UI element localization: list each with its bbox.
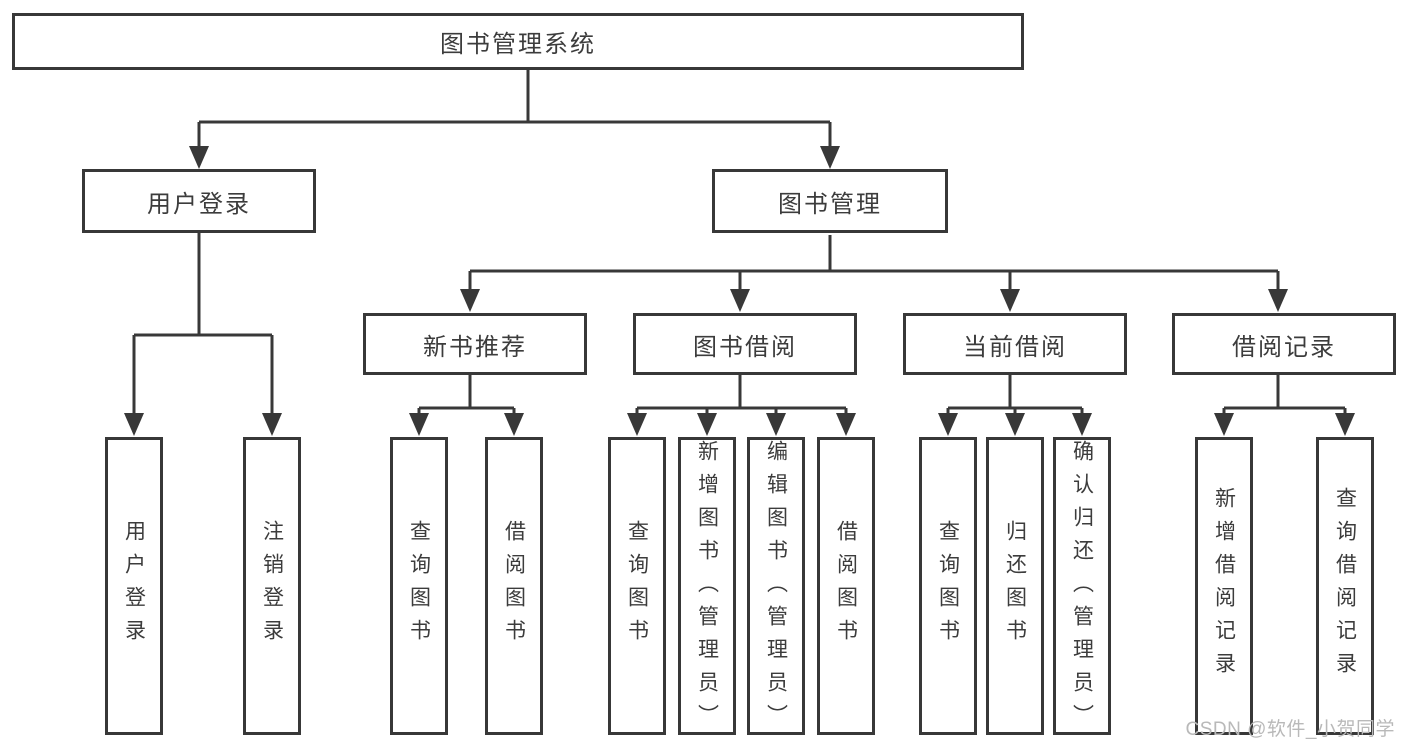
leaf-logout-label: 注销登录	[260, 520, 284, 652]
leaf-confirm-return-admin-label: 确认归还（管理员）	[1070, 440, 1094, 737]
node-new-book-recommend: 新书推荐	[363, 313, 587, 375]
csdn-watermark: CSDN @软件_小贺同学	[1185, 719, 1395, 740]
leaf-query-books-borrow-label: 查询图书	[625, 520, 649, 652]
leaf-add-borrow-record-label: 新增借阅记录	[1212, 487, 1236, 685]
leaf-query-books-current-label: 查询图书	[936, 520, 960, 652]
leaf-query-borrow-record: 查询借阅记录	[1316, 437, 1374, 735]
leaf-borrow-books: 借阅图书	[817, 437, 875, 735]
connector-new-book-recommend-to-leaves	[417, 375, 516, 414]
node-borrow-records: 借阅记录	[1172, 313, 1396, 375]
leaf-user-login-label: 用户登录	[122, 520, 146, 652]
connector-user-login-to-leaves	[132, 233, 274, 414]
node-user-login: 用户登录	[82, 169, 316, 233]
leaf-add-books-admin: 新增图书（管理员）	[678, 437, 736, 737]
connector-current-borrow-to-leaves	[946, 375, 1084, 414]
leaf-query-books-borrow: 查询图书	[608, 437, 666, 735]
leaf-borrow-books-recommend-label: 借阅图书	[502, 520, 526, 652]
connector-borrow-records-to-leaves	[1222, 375, 1347, 414]
leaf-edit-books-admin: 编辑图书（管理员）	[747, 437, 805, 737]
leaf-return-books: 归还图书	[986, 437, 1044, 735]
leaf-confirm-return-admin: 确认归还（管理员）	[1053, 437, 1111, 737]
leaf-borrow-books-recommend: 借阅图书	[485, 437, 543, 735]
leaf-query-borrow-record-label: 查询借阅记录	[1333, 487, 1357, 685]
connector-root-to-level2	[197, 70, 832, 147]
leaf-edit-books-admin-label: 编辑图书（管理员）	[764, 440, 788, 737]
node-book-management: 图书管理	[712, 169, 948, 233]
leaf-add-borrow-record: 新增借阅记录	[1195, 437, 1253, 735]
leaf-add-books-admin-label: 新增图书（管理员）	[695, 440, 719, 737]
node-root-system: 图书管理系统	[12, 13, 1024, 70]
leaf-user-login: 用户登录	[105, 437, 163, 735]
connector-book-borrow-to-leaves	[635, 375, 848, 414]
leaf-query-books-current: 查询图书	[919, 437, 977, 735]
leaf-return-books-label: 归还图书	[1003, 520, 1027, 652]
node-book-borrow: 图书借阅	[633, 313, 857, 375]
leaf-logout: 注销登录	[243, 437, 301, 735]
arrowheads	[124, 146, 1355, 436]
node-current-borrow: 当前借阅	[903, 313, 1127, 375]
leaf-query-books-recommend-label: 查询图书	[407, 520, 431, 652]
connector-book-management-to-level3	[468, 235, 1280, 290]
leaf-query-books-recommend: 查询图书	[390, 437, 448, 735]
leaf-borrow-books-label: 借阅图书	[834, 520, 858, 652]
